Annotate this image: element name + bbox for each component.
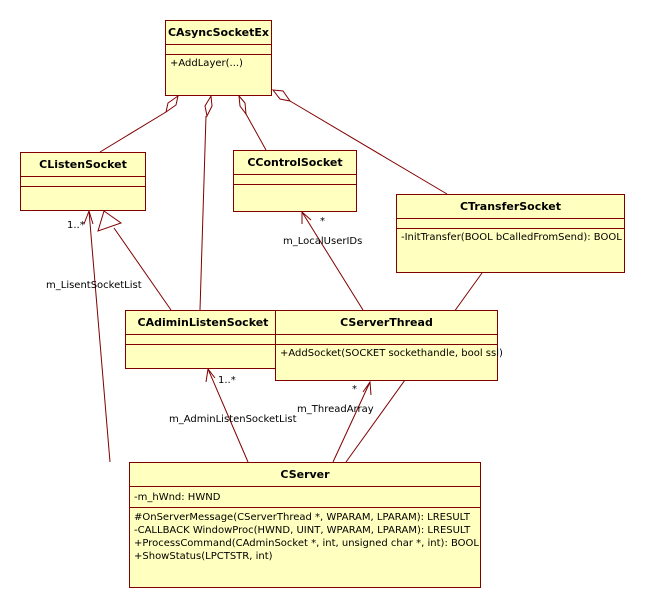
operation: +AddSocket(SOCKET sockethandle, bool ssl… <box>280 348 503 359</box>
class-name: CServerThread <box>276 311 497 335</box>
multiplicity-admin: 1..* <box>218 375 236 386</box>
role-thread: m_ThreadArray <box>297 404 374 415</box>
aggregation-diamond-clistensocket <box>165 94 179 114</box>
class-name: CListenSocket <box>21 153 145 177</box>
multiplicity-thread: * <box>352 384 357 395</box>
attribute: -m_hWnd: HWND <box>134 492 221 503</box>
aggregation-diamond-cadiminlistensocket <box>204 94 213 118</box>
class-name: CAsyncSocketEx <box>166 21 271 45</box>
class-operations <box>234 185 356 189</box>
class-name: CTransferSocket <box>397 195 624 219</box>
class-attributes <box>21 177 145 187</box>
association-line-listen <box>88 210 111 463</box>
aggregation-diamond-ctransfersocket <box>271 89 292 102</box>
association-line-thread <box>332 381 371 463</box>
aggregation-diamond-ccontrolsocket <box>238 94 247 116</box>
class-operations: -InitTransfer(BOOL bCalledFromSend): BOO… <box>397 229 624 246</box>
operation: -InitTransfer(BOOL bCalledFromSend): BOO… <box>401 232 622 243</box>
class-attributes <box>234 175 356 185</box>
association-arrow-listen <box>83 209 94 225</box>
multiplicity-listen: 1..* <box>67 220 85 231</box>
role-listen: m_LisentSocketList <box>46 280 142 291</box>
generalization-triangle <box>97 210 123 232</box>
class-attributes <box>276 335 497 345</box>
role-admin: m_AdminListenSocketList <box>169 414 297 425</box>
class-cadiminlistensocket[interactable]: CAdiminListenSocket <box>125 310 281 369</box>
association-arrow-control <box>301 210 312 224</box>
class-attributes <box>126 335 280 345</box>
operation: +ProcessCommand(CAdminSocket *, int, uns… <box>134 538 479 549</box>
generalization-line <box>113 227 172 311</box>
class-name: CControlSocket <box>234 151 356 175</box>
association-arrow-thread <box>362 380 372 396</box>
aggregation-line-ccontrolsocket <box>245 113 267 151</box>
association-arrow-admin <box>205 367 216 383</box>
class-clistensocket[interactable]: CListenSocket <box>20 152 146 211</box>
class-operations: +AddSocket(SOCKET sockethandle, bool ssl… <box>276 345 503 362</box>
class-casyncsocketex[interactable]: CAsyncSocketEx +AddLayer(...) <box>165 20 272 96</box>
operation: +AddLayer(...) <box>170 58 243 69</box>
class-operations: +AddLayer(...) <box>166 55 271 72</box>
class-cserverthread[interactable]: CServerThread +AddSocket(SOCKET socketha… <box>275 310 503 381</box>
class-attributes: -m_hWnd: HWND <box>130 487 480 508</box>
class-attributes <box>166 45 271 55</box>
class-cserver[interactable]: CServer -m_hWnd: HWND #OnServerMessage(C… <box>129 462 481 588</box>
role-control: m_LocalUserIDs <box>283 236 363 247</box>
class-operations <box>126 345 280 349</box>
association-line-admin <box>207 368 249 463</box>
class-attributes <box>397 219 624 229</box>
operation: +ShowStatus(LPCTSTR, int) <box>134 551 273 562</box>
association-line-control <box>301 211 364 311</box>
aggregation-line-ctransfersocket <box>289 100 448 195</box>
aggregation-line-cadiminlistensocket <box>199 115 207 311</box>
class-operations: #OnServerMessage(CServerThread *, WPARAM… <box>130 508 480 565</box>
class-operations <box>21 187 145 191</box>
operation: #OnServerMessage(CServerThread *, WPARAM… <box>134 512 470 523</box>
class-name: CAdiminListenSocket <box>126 311 280 335</box>
class-name: CServer <box>130 463 480 487</box>
aggregation-line-clistensocket <box>99 111 167 153</box>
multiplicity-control: * <box>320 216 325 227</box>
class-ccontrolsocket[interactable]: CControlSocket <box>233 150 357 212</box>
class-ctransfersocket[interactable]: CTransferSocket -InitTransfer(BOOL bCall… <box>396 194 625 273</box>
operation: -CALLBACK WindowProc(HWND, UINT, WPARAM,… <box>134 525 471 536</box>
